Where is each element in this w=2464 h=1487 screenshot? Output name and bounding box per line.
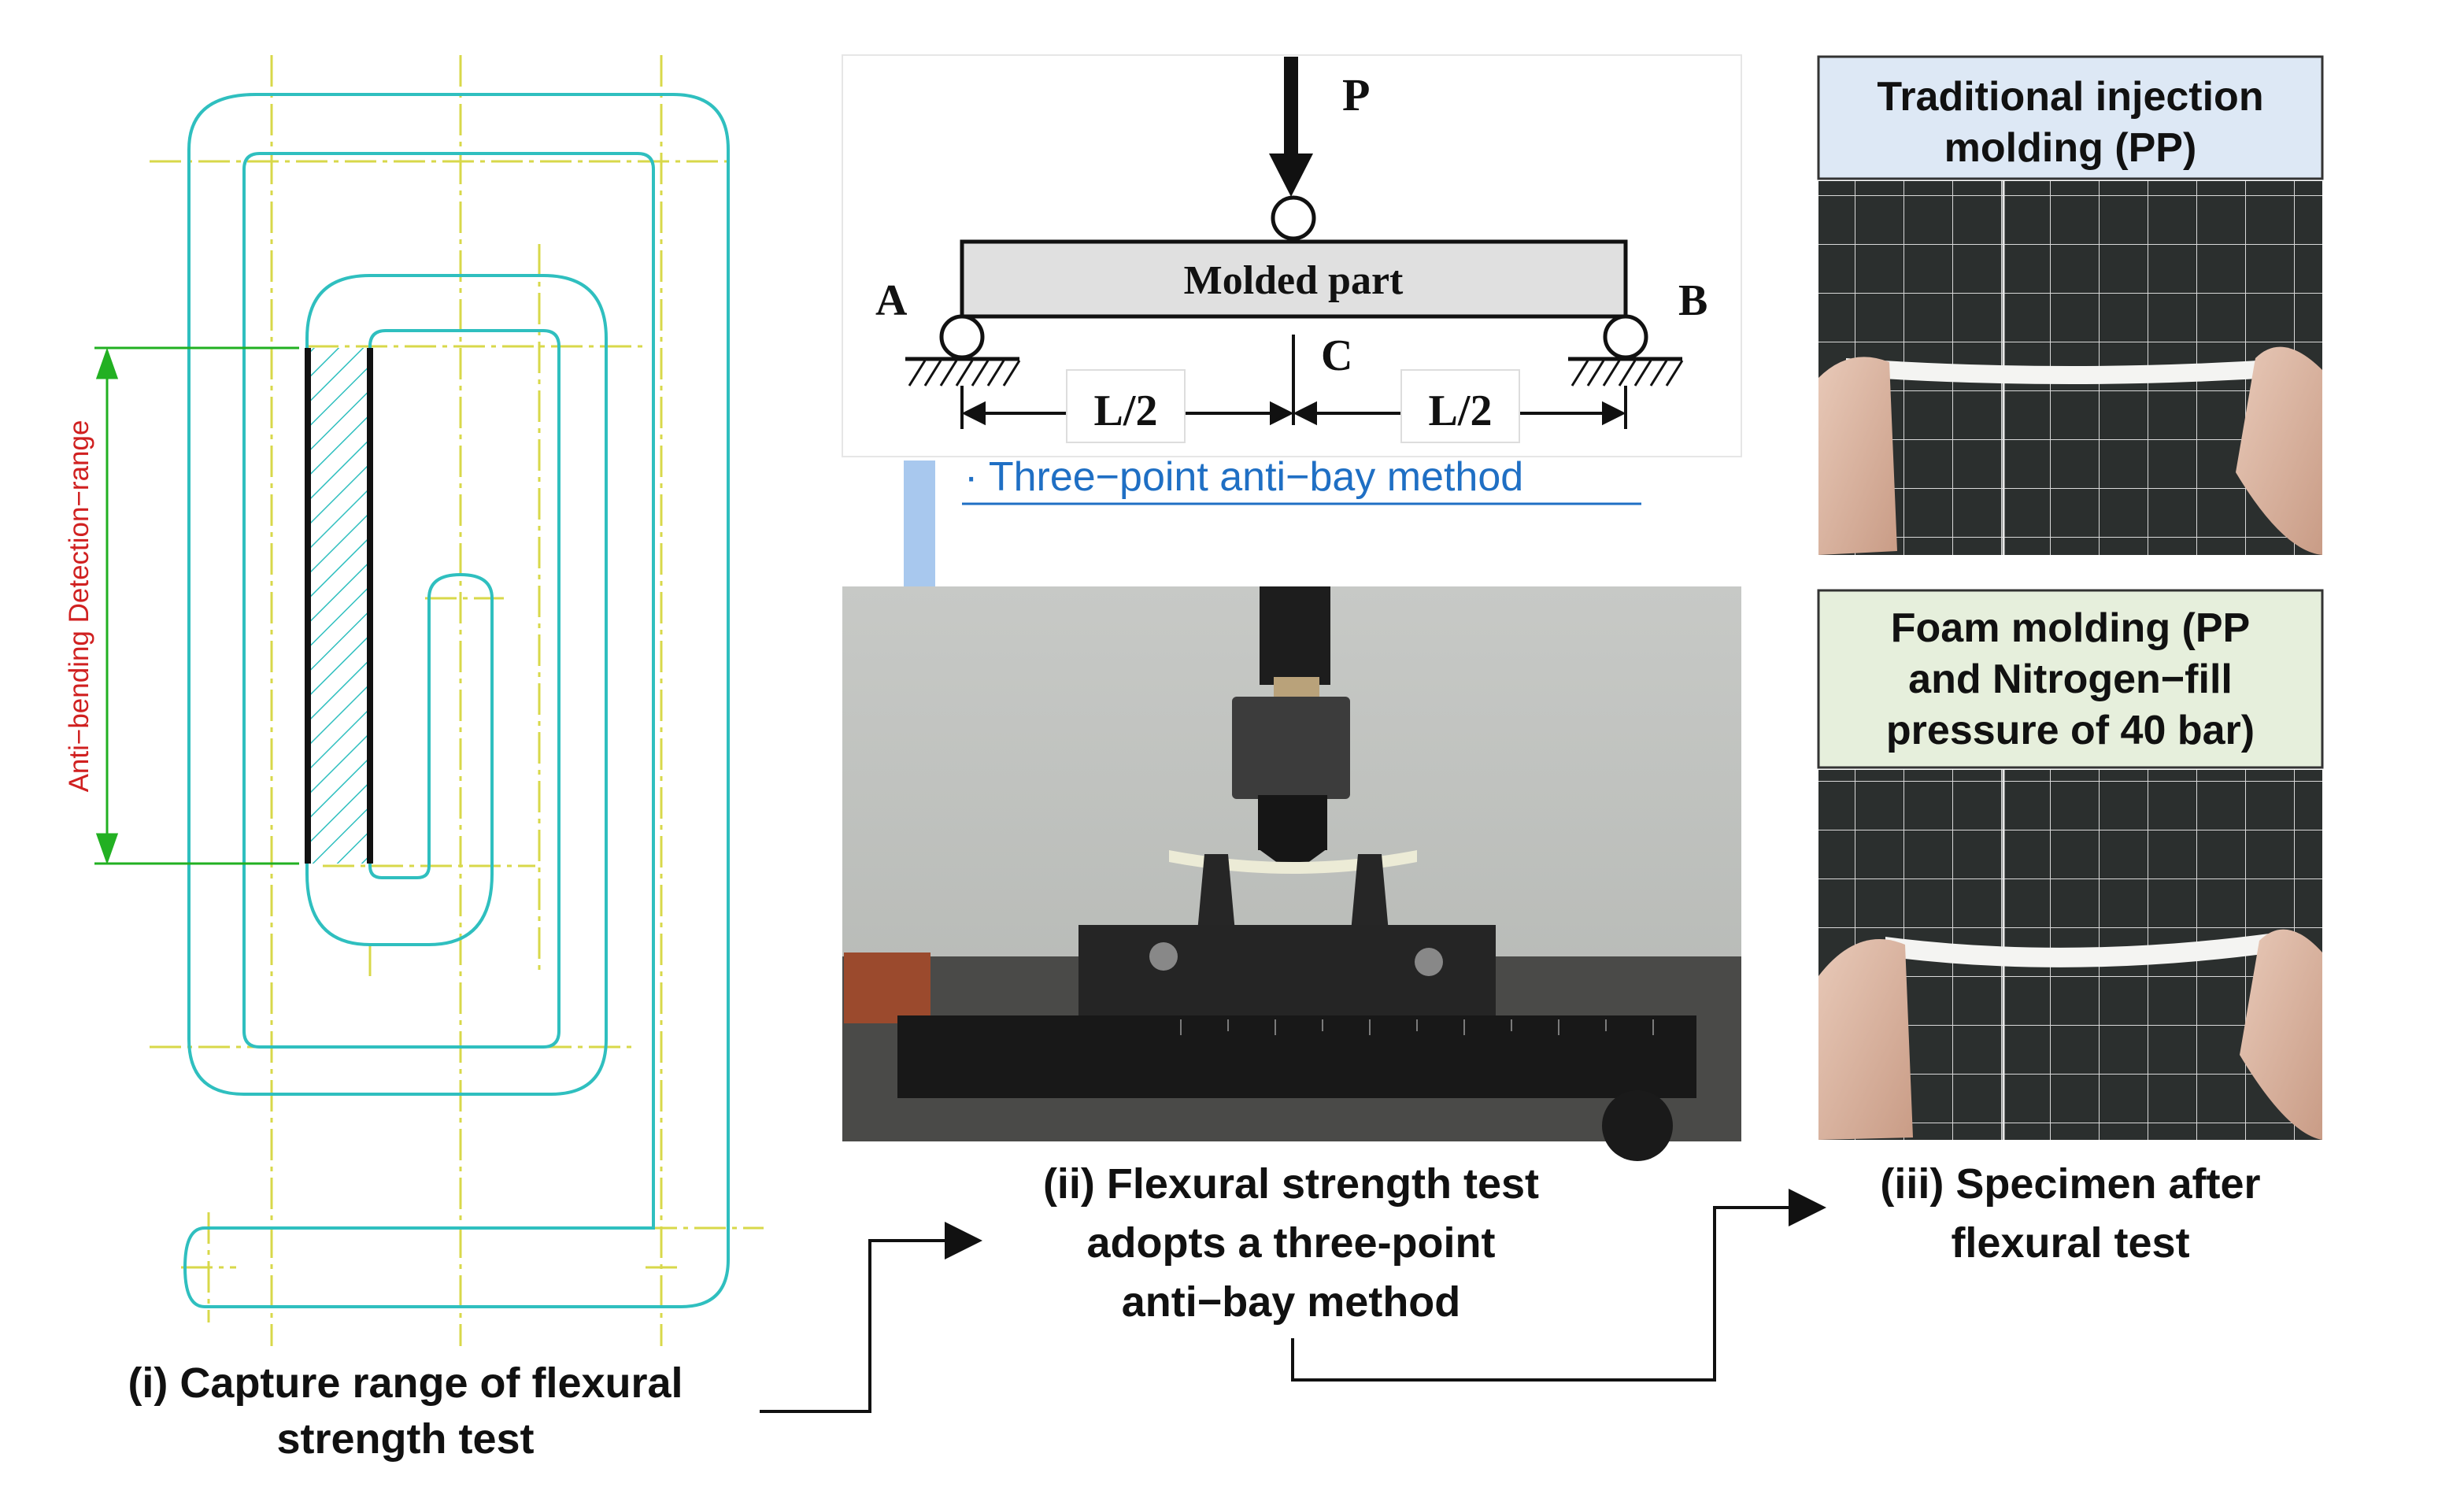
panel-test-rig-photo: (ii) Flexural strength test adopts a thr… [842, 586, 1741, 1326]
fixture-base [897, 1015, 1696, 1098]
panel-capture-range-drawing: Anti−bending Detection−range (i) Capture… [55, 55, 773, 1463]
title-foam-line-3: pressure of 40 bar) [1886, 708, 2255, 753]
flow-arrow-shaft [904, 461, 935, 586]
support-roller-b [1603, 314, 1648, 360]
support-label-a: A [875, 276, 908, 325]
ground-hatch-left [905, 357, 1021, 387]
loading-nose-tip [1258, 849, 1327, 874]
crosshead-block [1232, 697, 1350, 799]
caption-panel-3-line-2: flexural test [1951, 1219, 2189, 1267]
support-roller-a [939, 314, 985, 360]
connector-arrow-1-to-2 [760, 1222, 982, 1413]
range-label: Anti−bending Detection−range [64, 420, 94, 793]
load-label: P [1342, 69, 1370, 120]
specimen-bar [1169, 850, 1417, 874]
span-right-box [1400, 369, 1520, 443]
drawing-background [55, 55, 773, 1346]
caption-panel-3-line-1: (iii) Specimen after [1880, 1160, 2260, 1208]
specimen-foam [1885, 933, 2275, 967]
span-right-label: L/2 [1429, 387, 1493, 435]
caption-panel-2-line-2: adopts a three-point [1086, 1219, 1495, 1267]
caption-panel-1-line-1: (i) Capture range of flexural [128, 1359, 683, 1407]
caption-panel-2-line-1: (ii) Flexural strength test [1043, 1160, 1539, 1208]
title-box-traditional [1817, 55, 2324, 180]
hand-left-top [1818, 357, 1897, 555]
connector-arrows [760, 1189, 1826, 1413]
hand-left-bottom [1818, 939, 1913, 1140]
load-roller [1271, 195, 1316, 241]
hand-right-bottom [2240, 929, 2322, 1140]
beam-label: Molded part [1184, 258, 1404, 303]
support-label-b: B [1678, 276, 1707, 325]
title-traditional-line-2: molding (PP) [1944, 125, 2197, 171]
method-label: · Three−point anti−bay method [964, 454, 1523, 500]
title-traditional-line-1: Traditional injection [1877, 74, 2263, 120]
photo-wheel [1602, 1090, 1673, 1161]
photo-box-left [844, 952, 930, 1023]
connector-arrow-2-to-3 [1291, 1189, 1826, 1382]
detection-hatch [309, 348, 368, 864]
molded-part-beam [960, 239, 1628, 319]
fixture-bolt-right [1415, 948, 1443, 976]
span-left-label: L/2 [1094, 387, 1158, 435]
fixture-bolt-left [1149, 942, 1178, 971]
range-dimension [94, 346, 299, 865]
panel-specimens: Traditional injection molding (PP) Foam … [1817, 55, 2324, 1267]
span-left-box [1066, 369, 1186, 443]
loading-nose [1258, 795, 1327, 850]
title-box-foam [1817, 589, 2324, 769]
part-outline [183, 93, 730, 1308]
title-foam-line-2: and Nitrogen−fill [1908, 657, 2233, 702]
hand-right-top [2236, 346, 2322, 555]
caption-panel-2-line-3: anti−bay method [1122, 1278, 1461, 1326]
panel-three-point-schematic: P Molded part A B C [842, 54, 1742, 628]
title-foam-line-1: Foam molding (PP [1891, 605, 2250, 651]
load-arrow-head [1269, 154, 1313, 197]
caption-panel-1-line-2: strength test [276, 1415, 534, 1463]
base-scale-ticks [1180, 1019, 1654, 1035]
specimen-traditional [1846, 358, 2295, 384]
ground-hatch-right [1568, 357, 1684, 387]
crosshead-rod [1260, 586, 1330, 685]
center-label: C [1321, 331, 1352, 380]
